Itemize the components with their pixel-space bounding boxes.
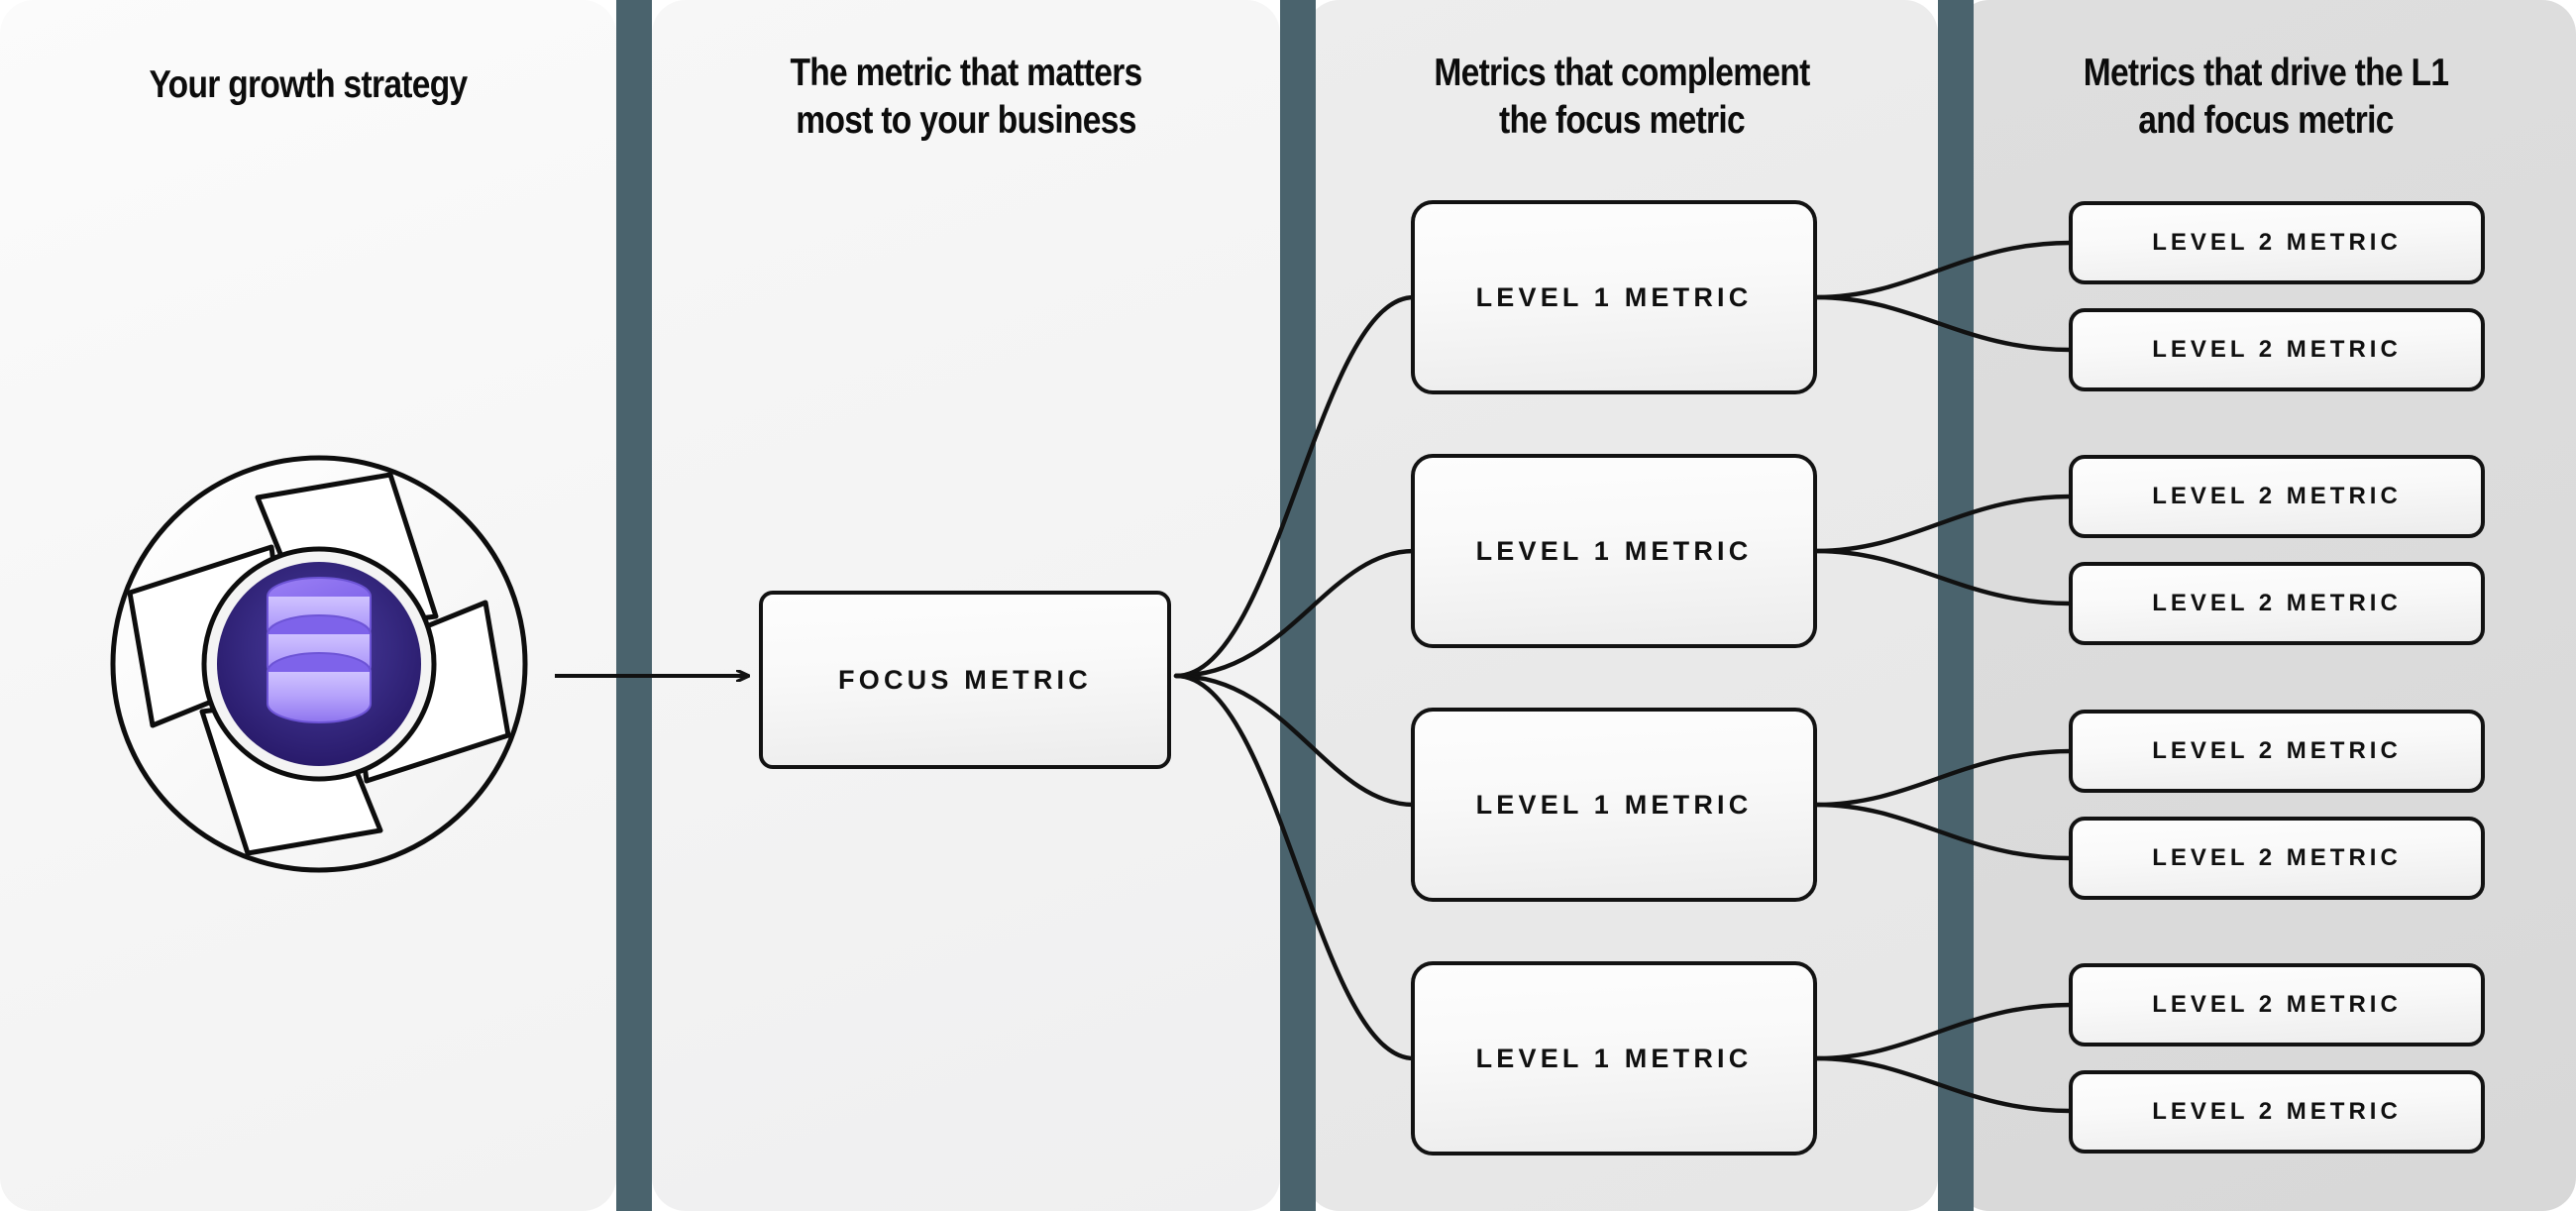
level-2-metric-box-5[interactable]: LEVEL 2 METRIC [2069, 710, 2485, 793]
level-2-metric-box-2[interactable]: LEVEL 2 METRIC [2069, 308, 2485, 391]
level-1-metric-box-1[interactable]: LEVEL 1 METRIC [1411, 200, 1817, 394]
column-header-growth-strategy: Your growth strategy [149, 63, 468, 106]
level-2-metric-box-8[interactable]: LEVEL 2 METRIC [2069, 1070, 2485, 1154]
level-2-metric-box-4[interactable]: LEVEL 2 METRIC [2069, 562, 2485, 645]
level-2-metric-box-3[interactable]: LEVEL 2 METRIC [2069, 455, 2485, 538]
column-header-focus-metric: The metric that matters most to your bus… [790, 52, 1142, 143]
level-2-metric-box-7[interactable]: LEVEL 2 METRIC [2069, 963, 2485, 1046]
column-header-level-1-metrics: Metrics that complement the focus metric [1434, 52, 1810, 143]
level-2-metric-box-1[interactable]: LEVEL 2 METRIC [2069, 201, 2485, 284]
focus-metric-box[interactable]: FOCUS METRIC [759, 591, 1171, 769]
level-1-metric-box-4[interactable]: LEVEL 1 METRIC [1411, 961, 1817, 1156]
column-divider-2 [1280, 0, 1316, 1211]
column-divider-1 [616, 0, 652, 1211]
database-aperture-icon [110, 455, 528, 873]
level-1-metric-box-3[interactable]: LEVEL 1 METRIC [1411, 708, 1817, 902]
column-divider-3 [1938, 0, 1974, 1211]
level-1-metric-box-2[interactable]: LEVEL 1 METRIC [1411, 454, 1817, 648]
column-header-level-2-metrics: Metrics that drive the L1 and focus metr… [2083, 52, 2449, 143]
level-2-metric-box-6[interactable]: LEVEL 2 METRIC [2069, 817, 2485, 900]
